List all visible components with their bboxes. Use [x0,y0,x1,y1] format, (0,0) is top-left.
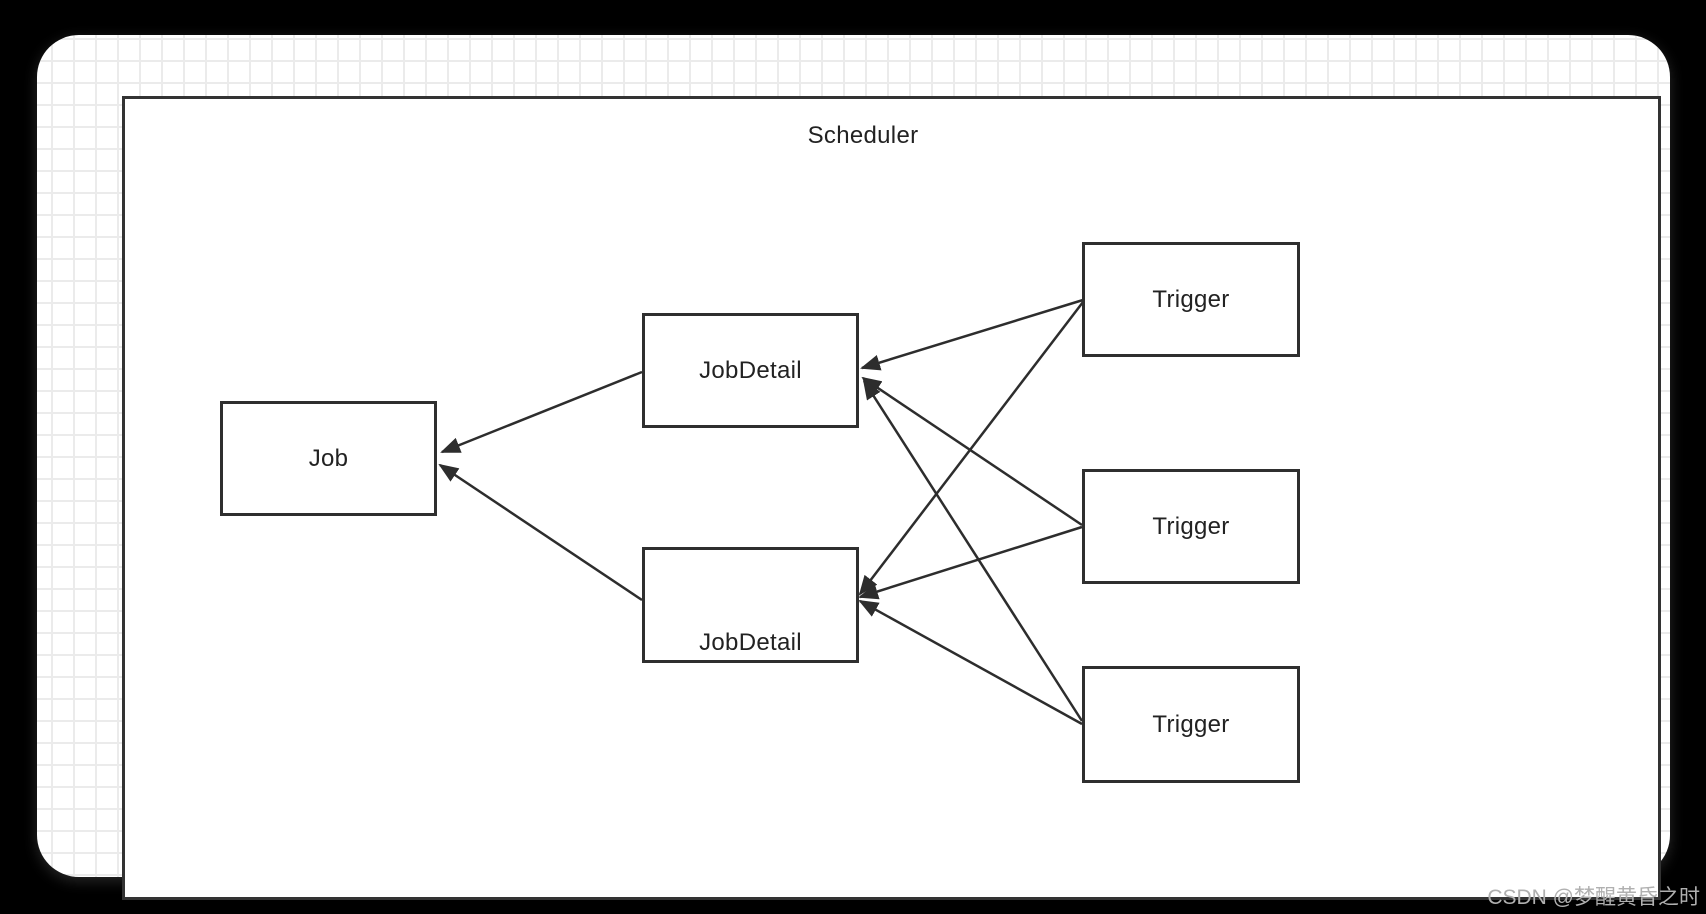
node-trigger2: Trigger [1082,469,1300,584]
node-jobdetail1: JobDetail [642,313,859,428]
grid-paper [37,35,1670,900]
node-label: Trigger [1152,710,1230,738]
node-label: Job [308,444,349,472]
node-trigger3: Trigger [1082,666,1300,783]
scheduler-title: Scheduler [807,122,919,149]
node-job: Job [220,401,437,516]
node-label: Trigger [1152,512,1230,540]
node-jobdetail2: JobDetail [642,547,859,663]
node-trigger1: Trigger [1082,242,1300,357]
node-label: JobDetail [699,629,802,656]
node-label: JobDetail [699,356,802,384]
node-label: Trigger [1152,285,1230,313]
watermark-text: CSDN @梦醒黄昏之时 [1487,886,1700,909]
